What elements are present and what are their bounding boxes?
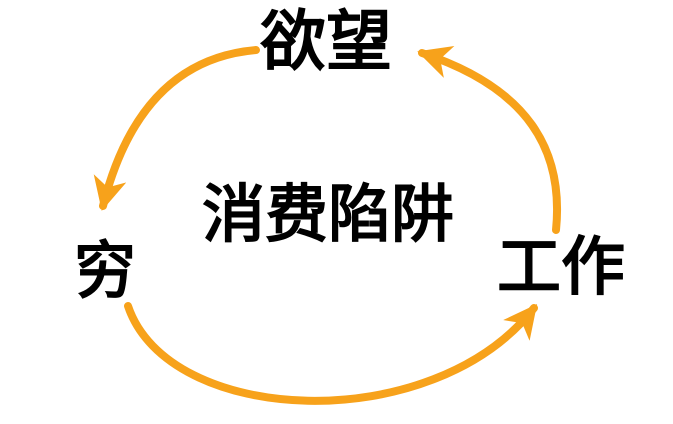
node-work: 工作 bbox=[497, 231, 625, 303]
arrow-work-to-desire-icon bbox=[417, 46, 561, 234]
arrow-poor-to-work-icon bbox=[124, 302, 538, 405]
node-desire: 欲望 bbox=[260, 4, 392, 78]
node-poor: 穷 bbox=[74, 237, 137, 306]
diagram-title: 消费陷阱 bbox=[202, 180, 454, 250]
arrow-desire-to-poor-icon bbox=[93, 46, 260, 211]
